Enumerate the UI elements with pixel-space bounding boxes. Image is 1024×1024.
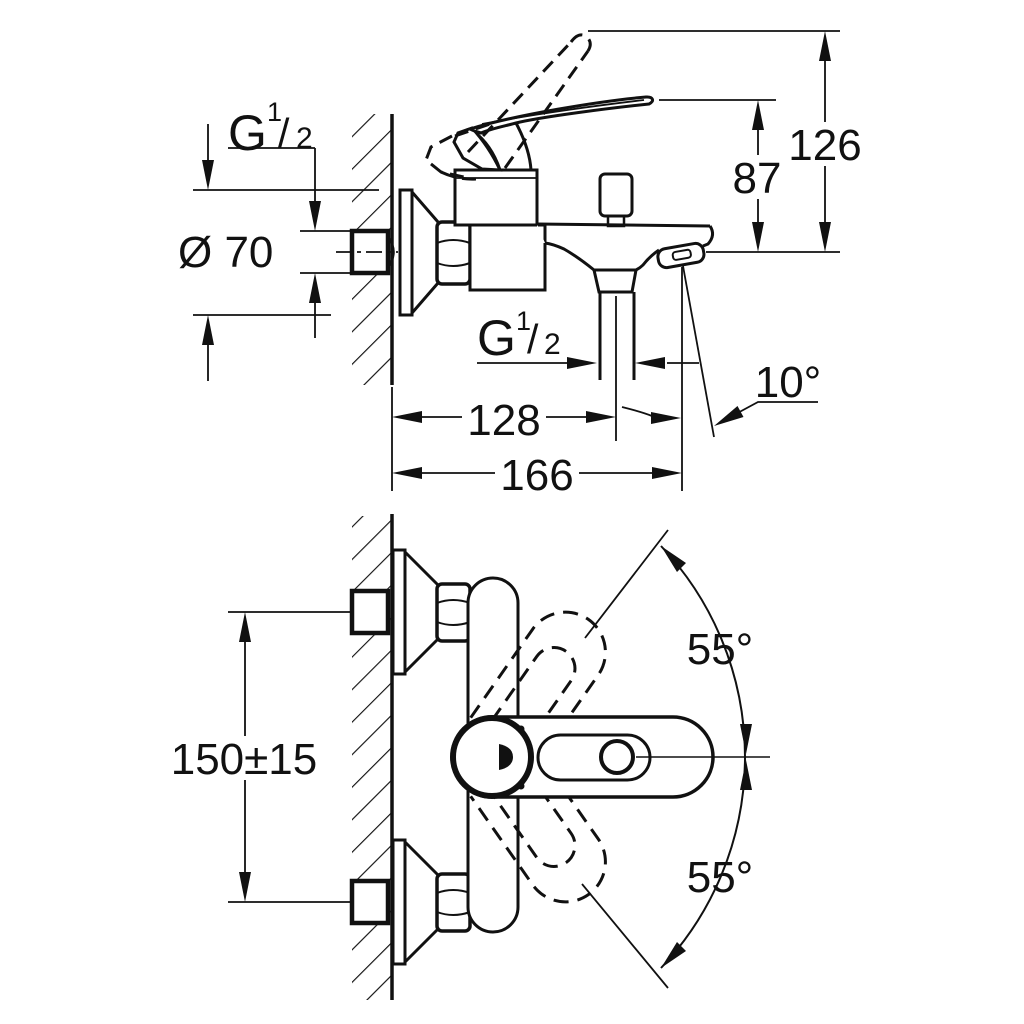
inwall-fitting-front-top	[349, 588, 391, 636]
dimension-labels: G 1 / 2 Ø 70 87 126 G 1 / 2 128 166 10° …	[171, 97, 862, 902]
body-cap-circle	[450, 715, 534, 799]
dim-handle-swing-down: 55°	[687, 853, 754, 902]
spout-outlet	[656, 241, 706, 270]
dim-connection-spacing: 150±15	[171, 735, 318, 784]
inwall-fitting-side	[336, 228, 398, 276]
handle-end-circle	[599, 739, 635, 775]
escutcheon-side	[398, 188, 440, 317]
dim-inlet-thread-letter: G	[228, 105, 267, 161]
diverter-knob	[598, 172, 634, 228]
side-view-faucet	[398, 33, 715, 380]
dim-outlet-thread-denominator: 2	[544, 328, 561, 361]
cartridge-mark	[499, 744, 513, 770]
union-nut-side	[435, 220, 472, 286]
dim-outlet-thread-slash: /	[527, 316, 539, 362]
dim-handle-height: 87	[733, 154, 782, 203]
dim-escutcheon-diameter: Ø 70	[178, 228, 273, 277]
dim-inlet-thread-numerator: 1	[267, 97, 282, 127]
dim-outlet-thread-numerator: 1	[516, 306, 531, 336]
shower-outlet-pipe	[598, 292, 636, 380]
dim-inlet-thread-slash: /	[278, 110, 290, 156]
dimension-arrowheads	[202, 31, 831, 968]
lever-handle-front	[450, 715, 715, 799]
escutcheon-front-bottom	[391, 838, 472, 966]
dim-handle-swing-up: 55°	[687, 625, 754, 674]
dim-max-projection: 166	[500, 451, 573, 500]
label-backgrounds	[168, 122, 864, 780]
lever-handle-raised-dashed	[424, 33, 592, 181]
dim-inlet-thread-denominator: 2	[296, 122, 313, 155]
spout	[536, 222, 715, 294]
faucet-body-side	[468, 223, 547, 292]
dim-spout-angle: 10°	[755, 358, 822, 407]
escutcheon-front-top	[391, 548, 472, 676]
front-view-faucet	[391, 548, 715, 966]
dim-outlet-thread-letter: G	[477, 310, 516, 366]
dim-spout-projection: 128	[467, 396, 540, 445]
inwall-fitting-front-bottom	[349, 878, 391, 926]
wall-front-view	[352, 514, 394, 1000]
dim-max-height: 126	[788, 121, 861, 170]
diverter-bell	[592, 268, 638, 294]
